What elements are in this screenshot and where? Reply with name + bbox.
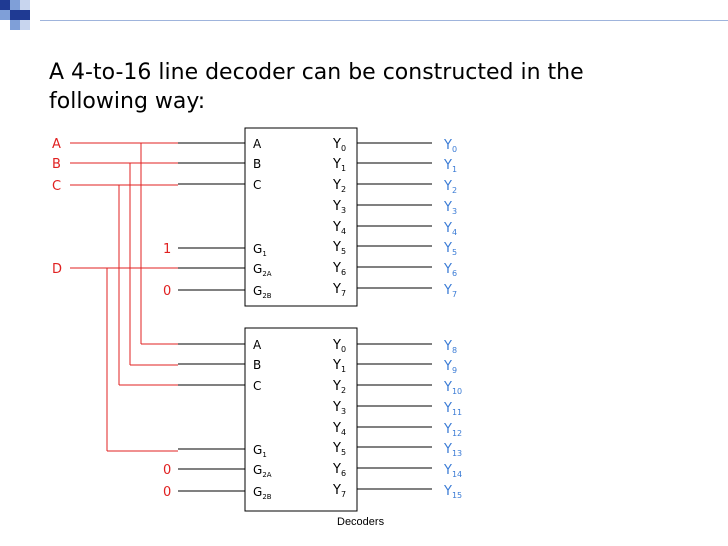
slide-bullet-square-6 xyxy=(20,10,30,20)
slide-bullet-square-2 xyxy=(10,0,20,10)
decoder-bottom-output-signal-1: Y9 xyxy=(443,359,457,375)
decoder-top-output-pin-5: Y5 xyxy=(332,240,346,256)
decoder-top-enable-label-2: G2B xyxy=(253,284,272,300)
slide-bullet-square-4 xyxy=(0,10,10,20)
input-label-b: B xyxy=(52,157,61,172)
decoder-top-output-pin-3: Y3 xyxy=(332,199,346,215)
labels: ABCG1G2AG2BY0Y1Y2Y3Y4Y5Y6Y7Y0Y1Y2Y3Y4Y5Y… xyxy=(52,137,462,501)
decoder-top-output-signal-7: Y7 xyxy=(443,283,457,299)
slide-bullet-square-7 xyxy=(10,20,20,30)
slide-title-line1: A 4-to-16 line decoder can be constructe… xyxy=(49,60,584,85)
decoder-top-output-pin-7: Y7 xyxy=(332,282,346,298)
decoder-top-output-pin-0: Y0 xyxy=(332,137,346,153)
decoder-bottom-enable-label-0: G1 xyxy=(253,443,267,459)
const-bottom-g2b: 0 xyxy=(163,485,171,500)
decoder-top-output-pin-1: Y1 xyxy=(332,157,346,173)
slide-title: A 4-to-16 line decoder can be constructe… xyxy=(49,58,584,116)
decoder-top-box xyxy=(244,127,358,307)
decoder-top-output-pin-4: Y4 xyxy=(332,220,346,236)
decoder-top-output-signal-3: Y3 xyxy=(443,200,457,216)
slide-header-rule xyxy=(40,20,728,21)
decoder-top-input-label-c: C xyxy=(253,178,261,192)
decoder-top-output-signal-6: Y6 xyxy=(443,262,457,278)
decoder-top-input-label-b: B xyxy=(253,157,261,171)
decoder-bottom-input-label-c: C xyxy=(253,379,261,393)
decoder-top-enable-label-0: G1 xyxy=(253,242,267,258)
decoder-bottom-output-pin-3: Y3 xyxy=(332,400,346,416)
slide-bullet-square-8 xyxy=(20,20,30,30)
decoder-bottom-output-signal-5: Y13 xyxy=(443,442,462,458)
slide-title-line2: following way: xyxy=(49,89,206,114)
decoder-bottom-output-signal-2: Y10 xyxy=(443,380,462,396)
slide-bullet-square-3 xyxy=(20,0,30,10)
input-label-a: A xyxy=(52,137,61,152)
decoder-bottom-output-pin-6: Y6 xyxy=(332,462,346,478)
decoder-bottom-output-pin-7: Y7 xyxy=(332,483,346,499)
slide-footer: Decoders xyxy=(337,516,385,528)
decoder-top-output-signal-5: Y5 xyxy=(443,241,457,257)
const-top-g1: 1 xyxy=(163,242,171,257)
decoder-bottom-box xyxy=(244,327,358,512)
decoder-bottom-output-pin-5: Y5 xyxy=(332,441,346,457)
decoder-top-output-pin-6: Y6 xyxy=(332,261,346,277)
decoder-bottom-input-label-b: B xyxy=(253,358,261,372)
decoder-bottom-output-signal-6: Y14 xyxy=(443,463,462,479)
const-top-g2b: 0 xyxy=(163,284,171,299)
decoder-bottom-enable-label-1: G2A xyxy=(253,463,272,479)
decoder-bottom-output-pin-1: Y1 xyxy=(332,358,346,374)
decoder-bottom-enable-label-2: G2B xyxy=(253,485,272,501)
decoder-top-input-label-a: A xyxy=(253,137,262,151)
decoder-bottom-output-signal-3: Y11 xyxy=(443,401,462,417)
decoder-bottom-output-pin-4: Y4 xyxy=(332,421,346,437)
slide-bullet-square-5 xyxy=(10,10,20,20)
decoder-top-output-signal-1: Y1 xyxy=(443,158,457,174)
decoder-bottom-output-signal-7: Y15 xyxy=(443,484,462,500)
decoder-top-output-signal-2: Y2 xyxy=(443,179,457,195)
input-label-d: D xyxy=(52,262,62,277)
const-bottom-g2a: 0 xyxy=(163,463,171,478)
slide-bullet-square-1 xyxy=(0,0,10,10)
decoder-top-output-signal-0: Y0 xyxy=(443,138,457,154)
decoder-bottom-output-pin-0: Y0 xyxy=(332,338,346,354)
decoder-bottom-output-pin-2: Y2 xyxy=(332,379,346,395)
decoder-bottom-input-label-a: A xyxy=(253,338,262,352)
decoder-top-enable-label-1: G2A xyxy=(253,262,272,278)
decoder-bottom-output-signal-0: Y8 xyxy=(443,339,457,355)
decoder-bottom-output-signal-4: Y12 xyxy=(443,422,462,438)
wires xyxy=(70,127,432,512)
decoder-top-output-pin-2: Y2 xyxy=(332,178,346,194)
decoder-top-output-signal-4: Y4 xyxy=(443,221,457,237)
input-label-c: C xyxy=(52,179,61,194)
